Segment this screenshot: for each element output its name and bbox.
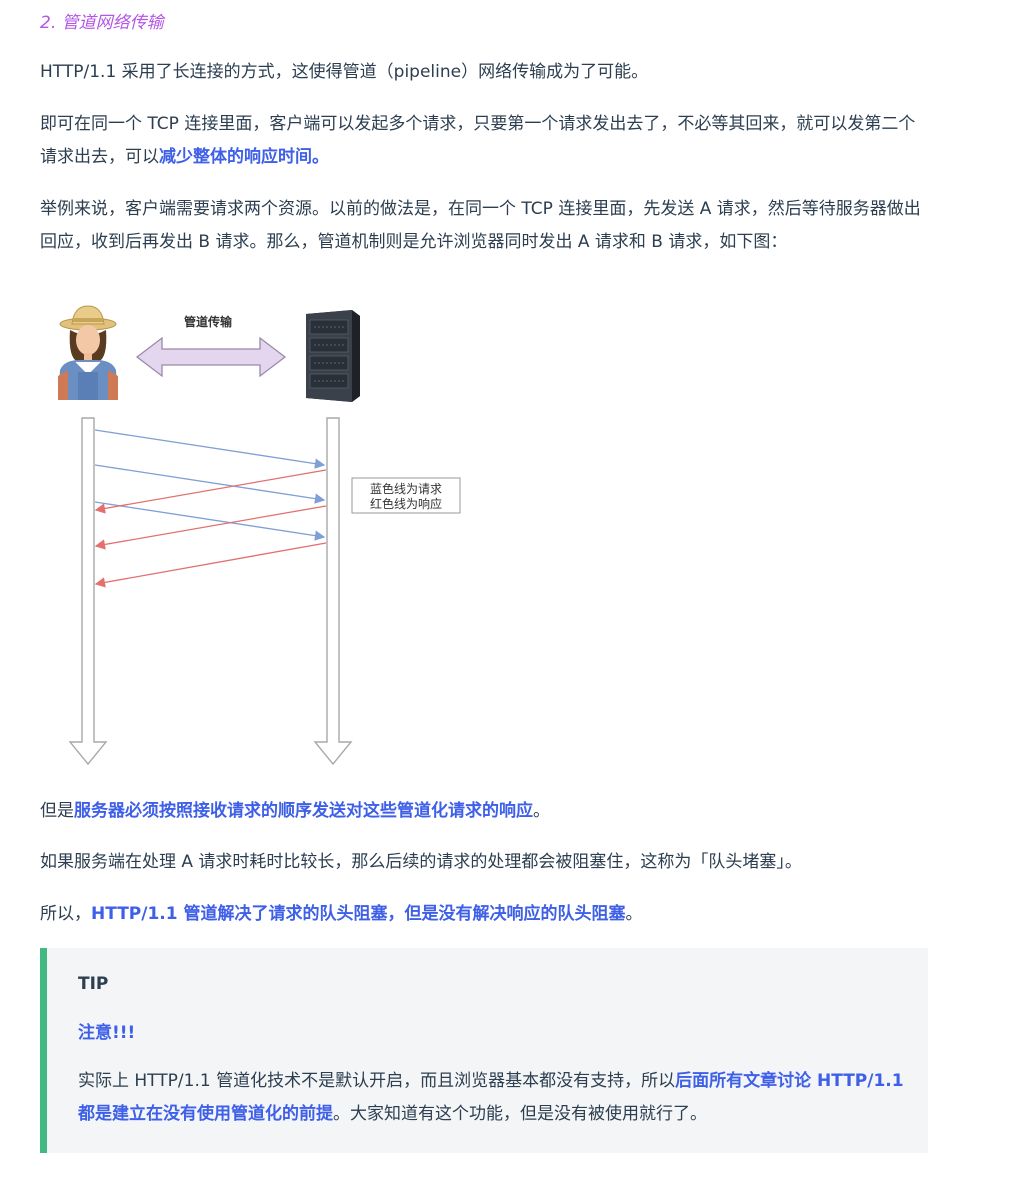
client-timeline — [68, 417, 108, 766]
legend-response: 红色线为响应 — [370, 496, 442, 511]
paragraph-text: 即可在同一个 TCP 连接里面，客户端可以发起多个请求，只要第一个请求发出去了，… — [40, 114, 916, 167]
tip-body-text: 实际上 HTTP/1.1 管道化技术不是默认开启，而且浏览器基本都没有支持，所以 — [78, 1071, 676, 1091]
response-line — [94, 469, 327, 514]
tip-title: TIP — [78, 974, 109, 994]
response-line — [94, 505, 327, 550]
response-line — [94, 542, 327, 588]
paragraph-pipeline-intro: HTTP/1.1 采用了长连接的方式，这使得管道（pipeline）网络传输成为… — [40, 62, 649, 82]
double-arrow-icon — [135, 336, 287, 378]
tip-body: 实际上 HTTP/1.1 管道化技术不是默认开启，而且浏览器基本都没有支持，所以… — [78, 1065, 908, 1131]
paragraph-text: 所以， — [40, 904, 91, 924]
request-line — [94, 464, 326, 504]
paragraph-text: 。 — [533, 801, 550, 821]
paragraph-text: 但是 — [40, 801, 74, 821]
diagram-legend: 蓝色线为请求 红色线为响应 — [351, 477, 461, 514]
paragraph-multiple-requests: 即可在同一个 TCP 连接里面，客户端可以发起多个请求，只要第一个请求发出去了，… — [40, 108, 930, 174]
tip-body-text: 。大家知道有这个功能，但是没有被使用就行了。 — [333, 1104, 707, 1124]
paragraph-head-of-line: 如果服务端在处理 A 请求时耗时比较长，那么后续的请求的处理都会被阻塞住，这称为… — [40, 852, 802, 872]
pipeline-diagram: 管道传输 蓝色线为请求 红色线为响应 — [58, 305, 461, 766]
tip-note: 注意!!! — [78, 1023, 136, 1043]
paragraph-response-order: 但是服务器必须按照接收请求的顺序发送对这些管道化请求的响应。 — [40, 795, 930, 828]
emphasis-text: HTTP/1.1 管道解决了请求的队头阻塞，但是没有解决响应的队头阻塞 — [91, 904, 626, 924]
server-timeline — [313, 417, 353, 766]
client-avatar-icon — [58, 305, 118, 400]
legend-request: 蓝色线为请求 — [370, 482, 442, 496]
tip-box: TIP 注意!!! 实际上 HTTP/1.1 管道化技术不是默认开启，而且浏览器… — [40, 948, 928, 1153]
emphasis-text: 服务器必须按照接收请求的顺序发送对这些管道化请求的响应 — [74, 801, 533, 821]
diagram-title: 管道传输 — [184, 314, 233, 329]
emphasis-text: 后面所有文章讨论 HTTP/1.1 都是建立在没有使用管道化的前提 — [78, 1071, 904, 1124]
server-icon — [306, 310, 360, 402]
section-heading: 2. 管道网络传输 — [40, 13, 164, 33]
request-line — [94, 501, 326, 541]
emphasis-text: 减少整体的响应时间。 — [159, 147, 329, 167]
paragraph-text: 。 — [625, 904, 643, 924]
paragraph-example: 举例来说，客户端需要请求两个资源。以前的做法是，在同一个 TCP 连接里面，先发… — [40, 199, 921, 252]
paragraph-conclusion: 所以，HTTP/1.1 管道解决了请求的队头阻塞，但是没有解决响应的队头阻塞。 — [40, 898, 930, 931]
request-line — [94, 429, 326, 469]
